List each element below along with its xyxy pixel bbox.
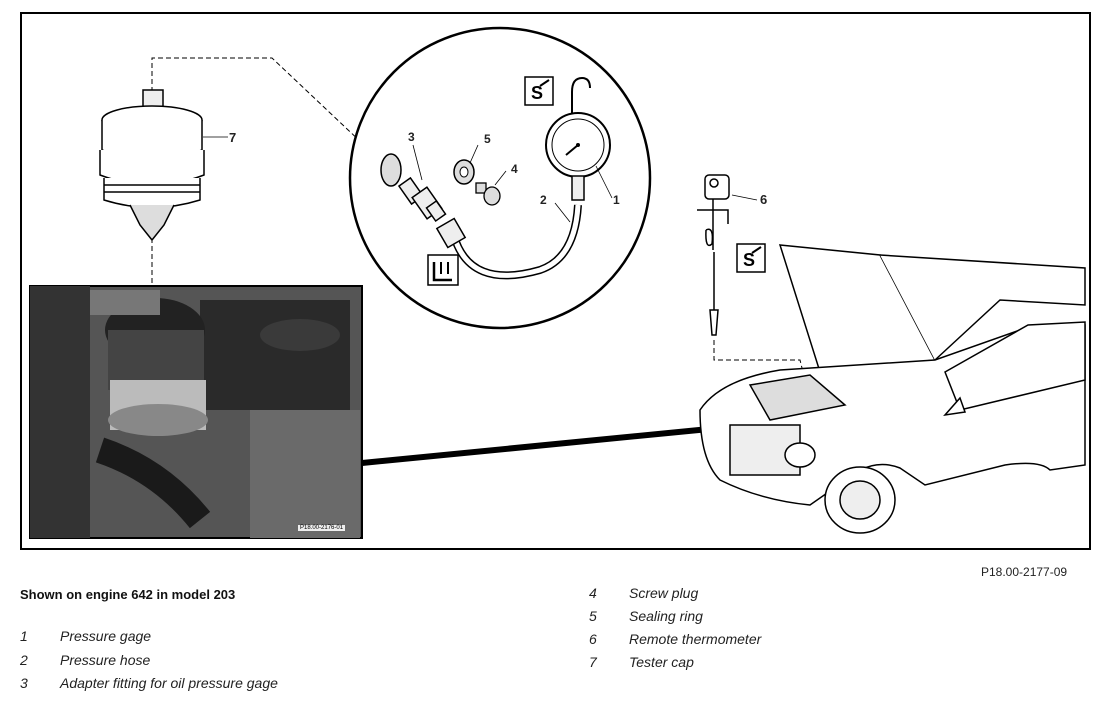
callout-7: 7 [229,130,237,145]
photo-reference: P18.00-2176-01 [298,525,346,531]
remote-thermometer-drawing [697,174,730,336]
legend-text: Pressure gage [60,628,152,644]
figure-reference: P18.00-2177-09 [981,565,1068,579]
legend-item: 3 Adapter fitting for oil pressure gage [20,675,278,691]
svg-text:S: S [531,83,543,103]
legend-item: 5 Sealing ring [589,608,703,624]
engine-photo [29,285,363,539]
legend-number: 1 [20,628,28,644]
legend-item: 2 Pressure hose [20,652,150,668]
legend-number: 6 [589,631,597,647]
legend-number: 3 [20,675,28,691]
legend-item: 7 Tester cap [589,654,694,670]
car-drawing [699,244,1086,534]
callout-2: 2 [540,193,547,207]
legend-text: Sealing ring [629,608,703,624]
legend-text: Adapter fitting for oil pressure gage [60,675,278,691]
special-tool-icon: S [736,243,766,273]
callout-3: 3 [408,130,415,144]
legend-item: 4 Screw plug [589,585,698,601]
callout-5: 5 [484,132,491,146]
dashed-leader-cap [151,57,383,163]
figure-caption: Shown on engine 642 in model 203 [20,587,236,602]
tester-cap-drawing [99,89,205,242]
legend-number: 7 [589,654,597,670]
callout-6: 6 [760,192,768,207]
callout-leaders [203,136,758,223]
legend-text: Screw plug [629,585,699,601]
callout-1: 1 [613,193,620,207]
svg-text:S: S [743,250,755,270]
legend-text: Pressure hose [60,652,151,668]
legend-item: 1 Pressure gage [20,628,151,644]
callout-4: 4 [511,162,518,176]
photo-pointer [361,422,751,466]
special-tool-icon: S [524,76,554,106]
legend-text: Tester cap [629,654,694,670]
legend-item: 6 Remote thermometer [589,631,761,647]
legend-text: Remote thermometer [629,631,762,647]
legend-number: 5 [589,608,597,624]
legend-number: 4 [589,585,597,601]
legend-number: 2 [20,652,28,668]
workshop-equipment-icon [427,254,459,286]
illustration: S S [29,26,1086,539]
